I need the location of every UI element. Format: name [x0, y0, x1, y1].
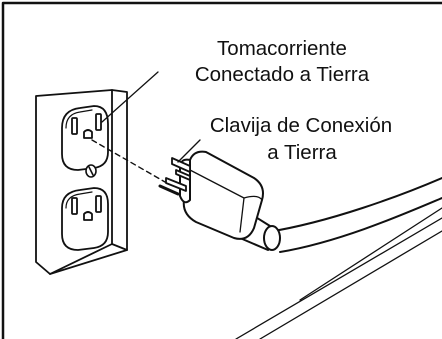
alignment-dashed-line — [91, 139, 166, 183]
outlet-label-line-1: Tomacorriente — [217, 37, 347, 60]
wall-corner-lines — [235, 207, 442, 339]
leader-plug — [177, 139, 201, 163]
grounded-plug — [179, 150, 281, 251]
outlet-upper — [61, 105, 109, 171]
plug-label-line-1: Clavija de Conexión — [209, 114, 393, 137]
plug-label-line-2: a Tierra — [267, 141, 337, 164]
leader-outlet — [101, 71, 159, 123]
plug-prongs — [158, 157, 191, 196]
outlet-screw — [85, 164, 97, 178]
power-cord — [267, 177, 442, 253]
outlet-lower — [61, 187, 109, 251]
outlet-label-line-2: Conectado a Tierra — [194, 63, 370, 86]
